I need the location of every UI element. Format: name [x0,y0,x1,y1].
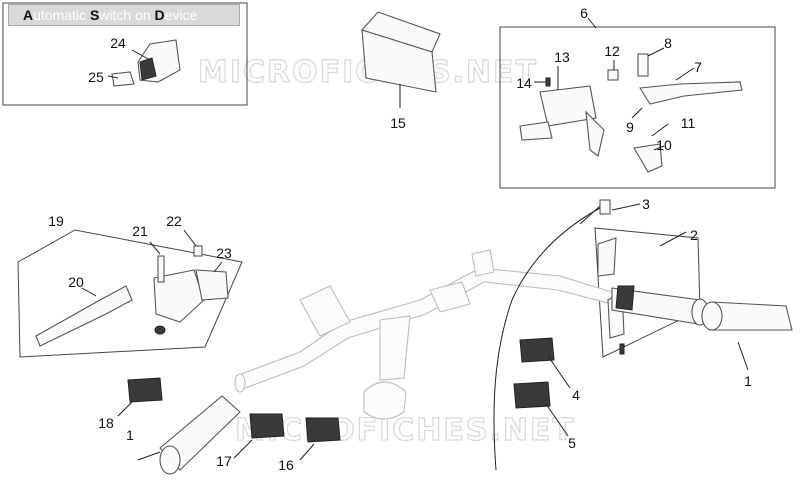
cable-adjuster-part [599,199,641,215]
callout-1-right: 1 [744,373,752,389]
rear-brake-group [35,229,229,347]
automatic-switch-part [107,39,181,87]
callout-4: 4 [572,387,580,403]
callout-15: 15 [390,115,406,131]
callout-10: 10 [656,137,672,153]
throttle-cable [493,207,601,471]
callout-16: 16 [278,457,294,473]
callout-17: 17 [216,453,232,469]
rear-brake-frame [17,229,243,358]
callout-23: 23 [216,245,232,261]
callout-22: 22 [166,213,182,229]
handlebar-ghost [234,249,613,420]
callout-11: 11 [681,115,696,131]
grip-right [701,301,793,371]
callout-5: 5 [568,435,576,451]
title-part: witch on [99,7,155,23]
callout-21: 21 [132,223,148,239]
title-part: utomatic [33,7,90,23]
automatic-switch-frame [2,2,248,106]
callout-8: 8 [664,35,672,51]
callout-6: 6 [580,5,588,21]
callout-1-left: 1 [126,427,134,443]
front-brake-group [519,17,743,173]
callout-24: 24 [110,35,126,51]
title-part: A [23,7,34,23]
grip-left [137,395,241,475]
title-part: S [89,7,100,23]
throttle-group [597,231,709,355]
title-part: D [154,7,165,23]
callout-14: 14 [516,75,532,91]
callout-12: 12 [604,43,620,59]
watermark: MICROFICHES.NET [235,413,575,448]
callout-9: 9 [626,119,634,135]
cable-end [579,205,601,225]
front-brake-frame [499,26,776,189]
switch-parts [117,337,571,461]
callout-20: 20 [68,274,84,290]
title-box: Automatic Switch on Device [8,4,240,26]
callout-19: 19 [48,213,64,229]
manual-booklet-part [361,11,441,108]
callout-25: 25 [88,69,104,85]
callout-2: 2 [690,227,698,243]
callout-18: 18 [98,415,114,431]
title-part: evice [164,7,198,23]
callout-7: 7 [694,59,702,75]
callout-3: 3 [642,196,650,212]
callout-13: 13 [554,49,570,65]
